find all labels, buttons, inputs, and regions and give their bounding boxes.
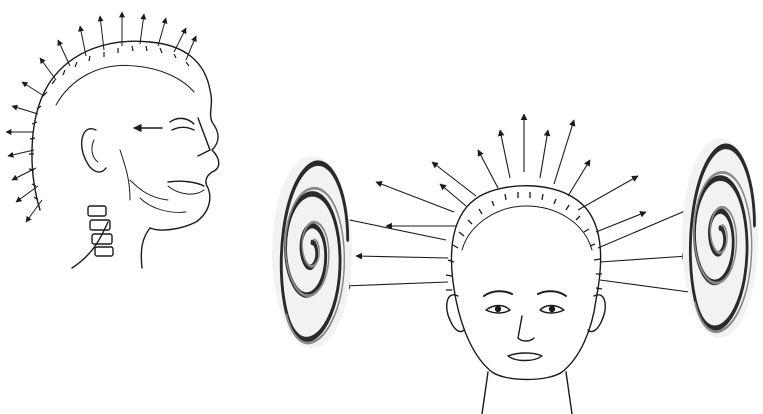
profile-head-drawing <box>32 41 219 268</box>
left-spiral-vortex <box>272 156 352 348</box>
profile-hair-ticks <box>29 46 189 200</box>
profile-radiation-arrows <box>6 12 196 222</box>
front-head-drawing <box>447 186 606 414</box>
front-radiation-arrows <box>340 114 704 294</box>
front-hair-ticks <box>446 192 602 290</box>
right-spiral-vortex <box>682 138 758 338</box>
